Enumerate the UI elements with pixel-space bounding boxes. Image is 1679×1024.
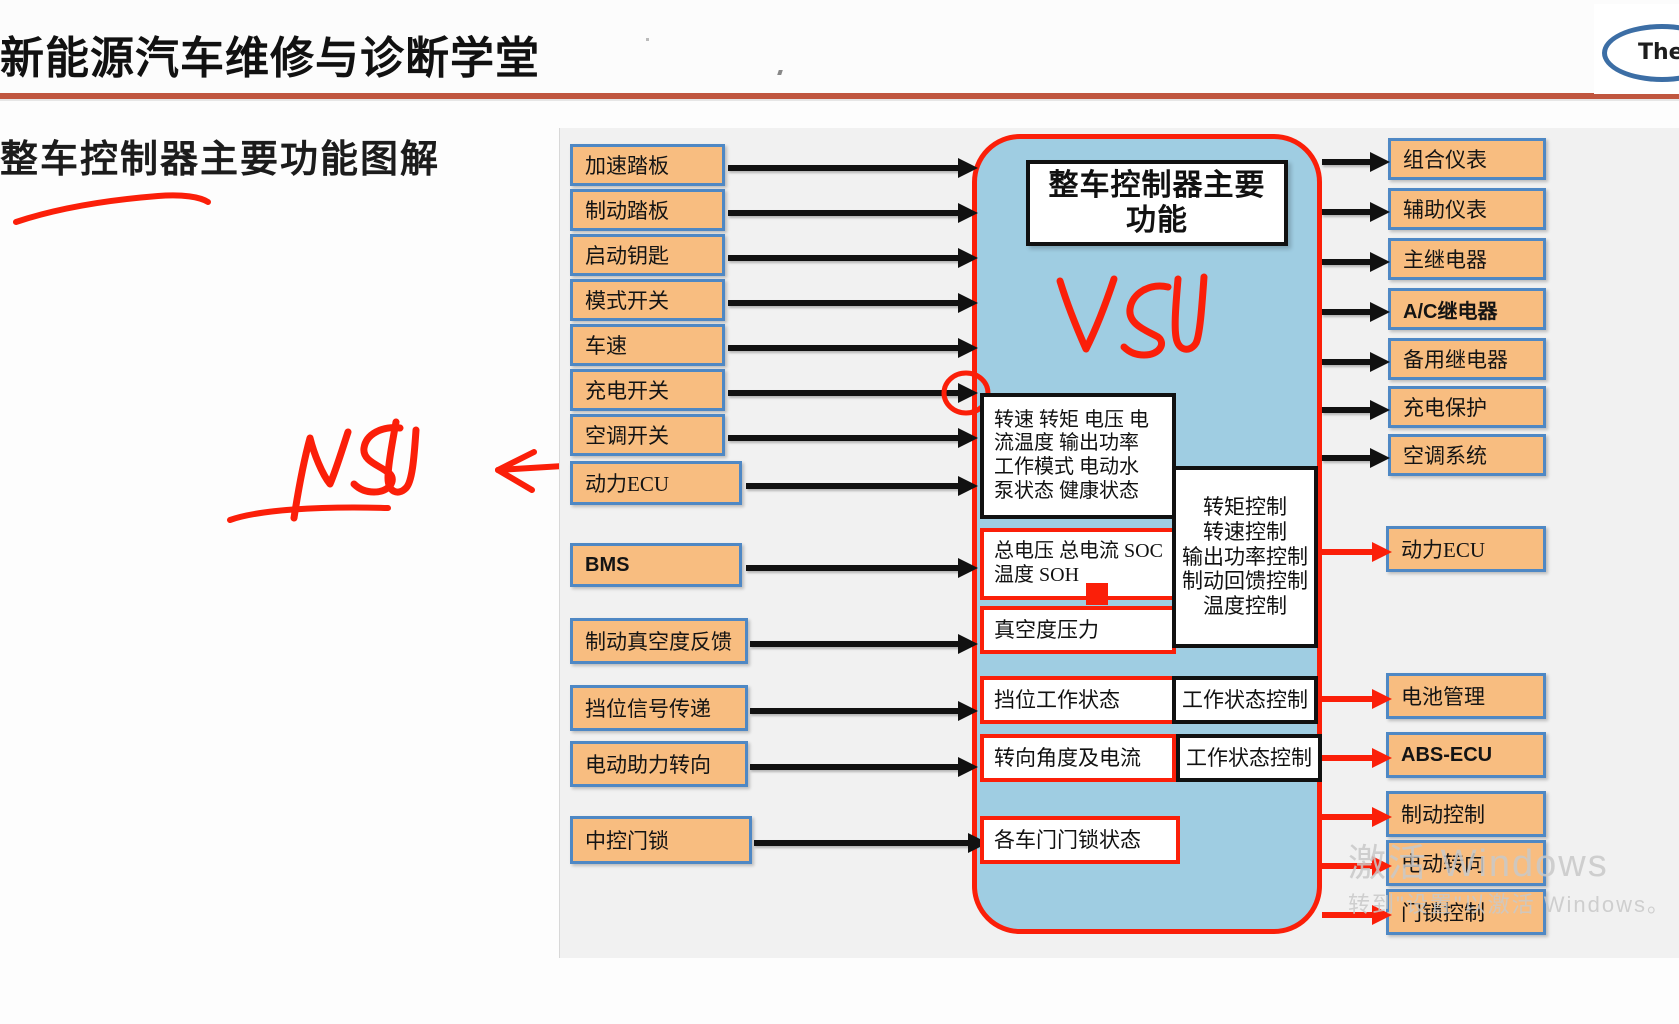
diagram-canvas: 整车控制器主要 功能 加速踏板 制动踏板 启动钥匙 模式开关 车速 充电开关 空… (559, 128, 1679, 958)
output-red-chip-4[interactable]: 电动转向 (1386, 840, 1546, 886)
input-chip-2[interactable]: 启动钥匙 (570, 234, 725, 276)
output-red-chip-0[interactable]: 动力ECU (1386, 526, 1546, 572)
input-chip-9[interactable]: 制动真空度反馈 (570, 618, 748, 664)
logo-label: The (1638, 40, 1679, 65)
vcu-handwriting-ink (1056, 273, 1208, 359)
output-chip-5[interactable]: 充电保护 (1388, 386, 1546, 428)
signal-box-5: 各车门门锁状态 (980, 816, 1180, 864)
output-red-chip-2[interactable]: ABS-ECU (1386, 732, 1546, 778)
output-red-chip-3[interactable]: 制动控制 (1386, 791, 1546, 837)
input-chip-11[interactable]: 电动助力转向 (570, 741, 748, 787)
output-red-chip-1[interactable]: 电池管理 (1386, 673, 1546, 719)
vcu-title-box: 整车控制器主要 功能 (1026, 160, 1288, 246)
input-chip-8[interactable]: BMS (570, 543, 742, 587)
input-chip-12[interactable]: 中控门锁 (570, 816, 752, 864)
input-chip-6[interactable]: 空调开关 (570, 414, 725, 456)
output-chip-6[interactable]: 空调系统 (1388, 434, 1546, 476)
header-speck-b (777, 70, 783, 75)
signal-box-4: 转向角度及电流 (980, 734, 1176, 782)
heading-underline-ink (13, 192, 211, 225)
signal-box-0: 转速 转矩 电压 电 流温度 输出功率 工作模式 电动水 泵状态 健康状态 (980, 393, 1176, 519)
output-chip-4[interactable]: 备用继电器 (1388, 338, 1546, 380)
header-speck-a (646, 38, 649, 41)
input-chip-4[interactable]: 车速 (570, 324, 725, 366)
input-chip-10[interactable]: 挡位信号传递 (570, 685, 748, 731)
watermark-line-1: 激活 Windows (1348, 843, 1609, 885)
output-red-chip-5[interactable]: 门锁控制 (1386, 889, 1546, 935)
input-chip-5[interactable]: 充电开关 (570, 369, 725, 411)
signal-box-2: 真空度压力 (980, 606, 1176, 654)
output-chip-1[interactable]: 辅助仪表 (1388, 188, 1546, 230)
control-box-2: 工作状态控制 (1176, 734, 1322, 782)
control-box-1: 工作状态控制 (1172, 676, 1318, 724)
page-header: 新能源汽车维修与诊断学堂 The (0, 0, 1679, 101)
soh-red-square-marker (1086, 583, 1108, 605)
watermark-line-2: 转到"设置"以激活 Windows。 (1348, 891, 1671, 917)
signal-box-3: 挡位工作状态 (980, 676, 1176, 724)
mcu-handwriting-ink (227, 418, 420, 523)
control-box-0: 转矩控制 转速控制 输出功率控制 制动回馈控制 温度控制 (1172, 466, 1318, 648)
output-chip-3[interactable]: A/C继电器 (1388, 288, 1546, 330)
output-chip-2[interactable]: 主继电器 (1388, 238, 1546, 280)
input-chip-7[interactable]: 动力ECU (570, 461, 742, 505)
input-chip-1[interactable]: 制动踏板 (570, 189, 725, 231)
input-chip-3[interactable]: 模式开关 (570, 279, 725, 321)
slide-heading: 整车控制器主要功能图解 (0, 139, 441, 181)
input-chip-0[interactable]: 加速踏板 (570, 144, 725, 186)
windows-activation-watermark: 激活 Windows 转到"设置"以激活 Windows。 (1348, 841, 1671, 918)
output-chip-0[interactable]: 组合仪表 (1388, 138, 1546, 180)
signal-box-1: 总电压 总电流 SOC 温度 SOH (980, 528, 1176, 600)
page-title: 新能源汽车维修与诊断学堂 (0, 34, 540, 83)
brand-logo: The (1594, 4, 1679, 94)
header-accent-rule (0, 93, 1679, 99)
header-hairline (0, 99, 1679, 101)
